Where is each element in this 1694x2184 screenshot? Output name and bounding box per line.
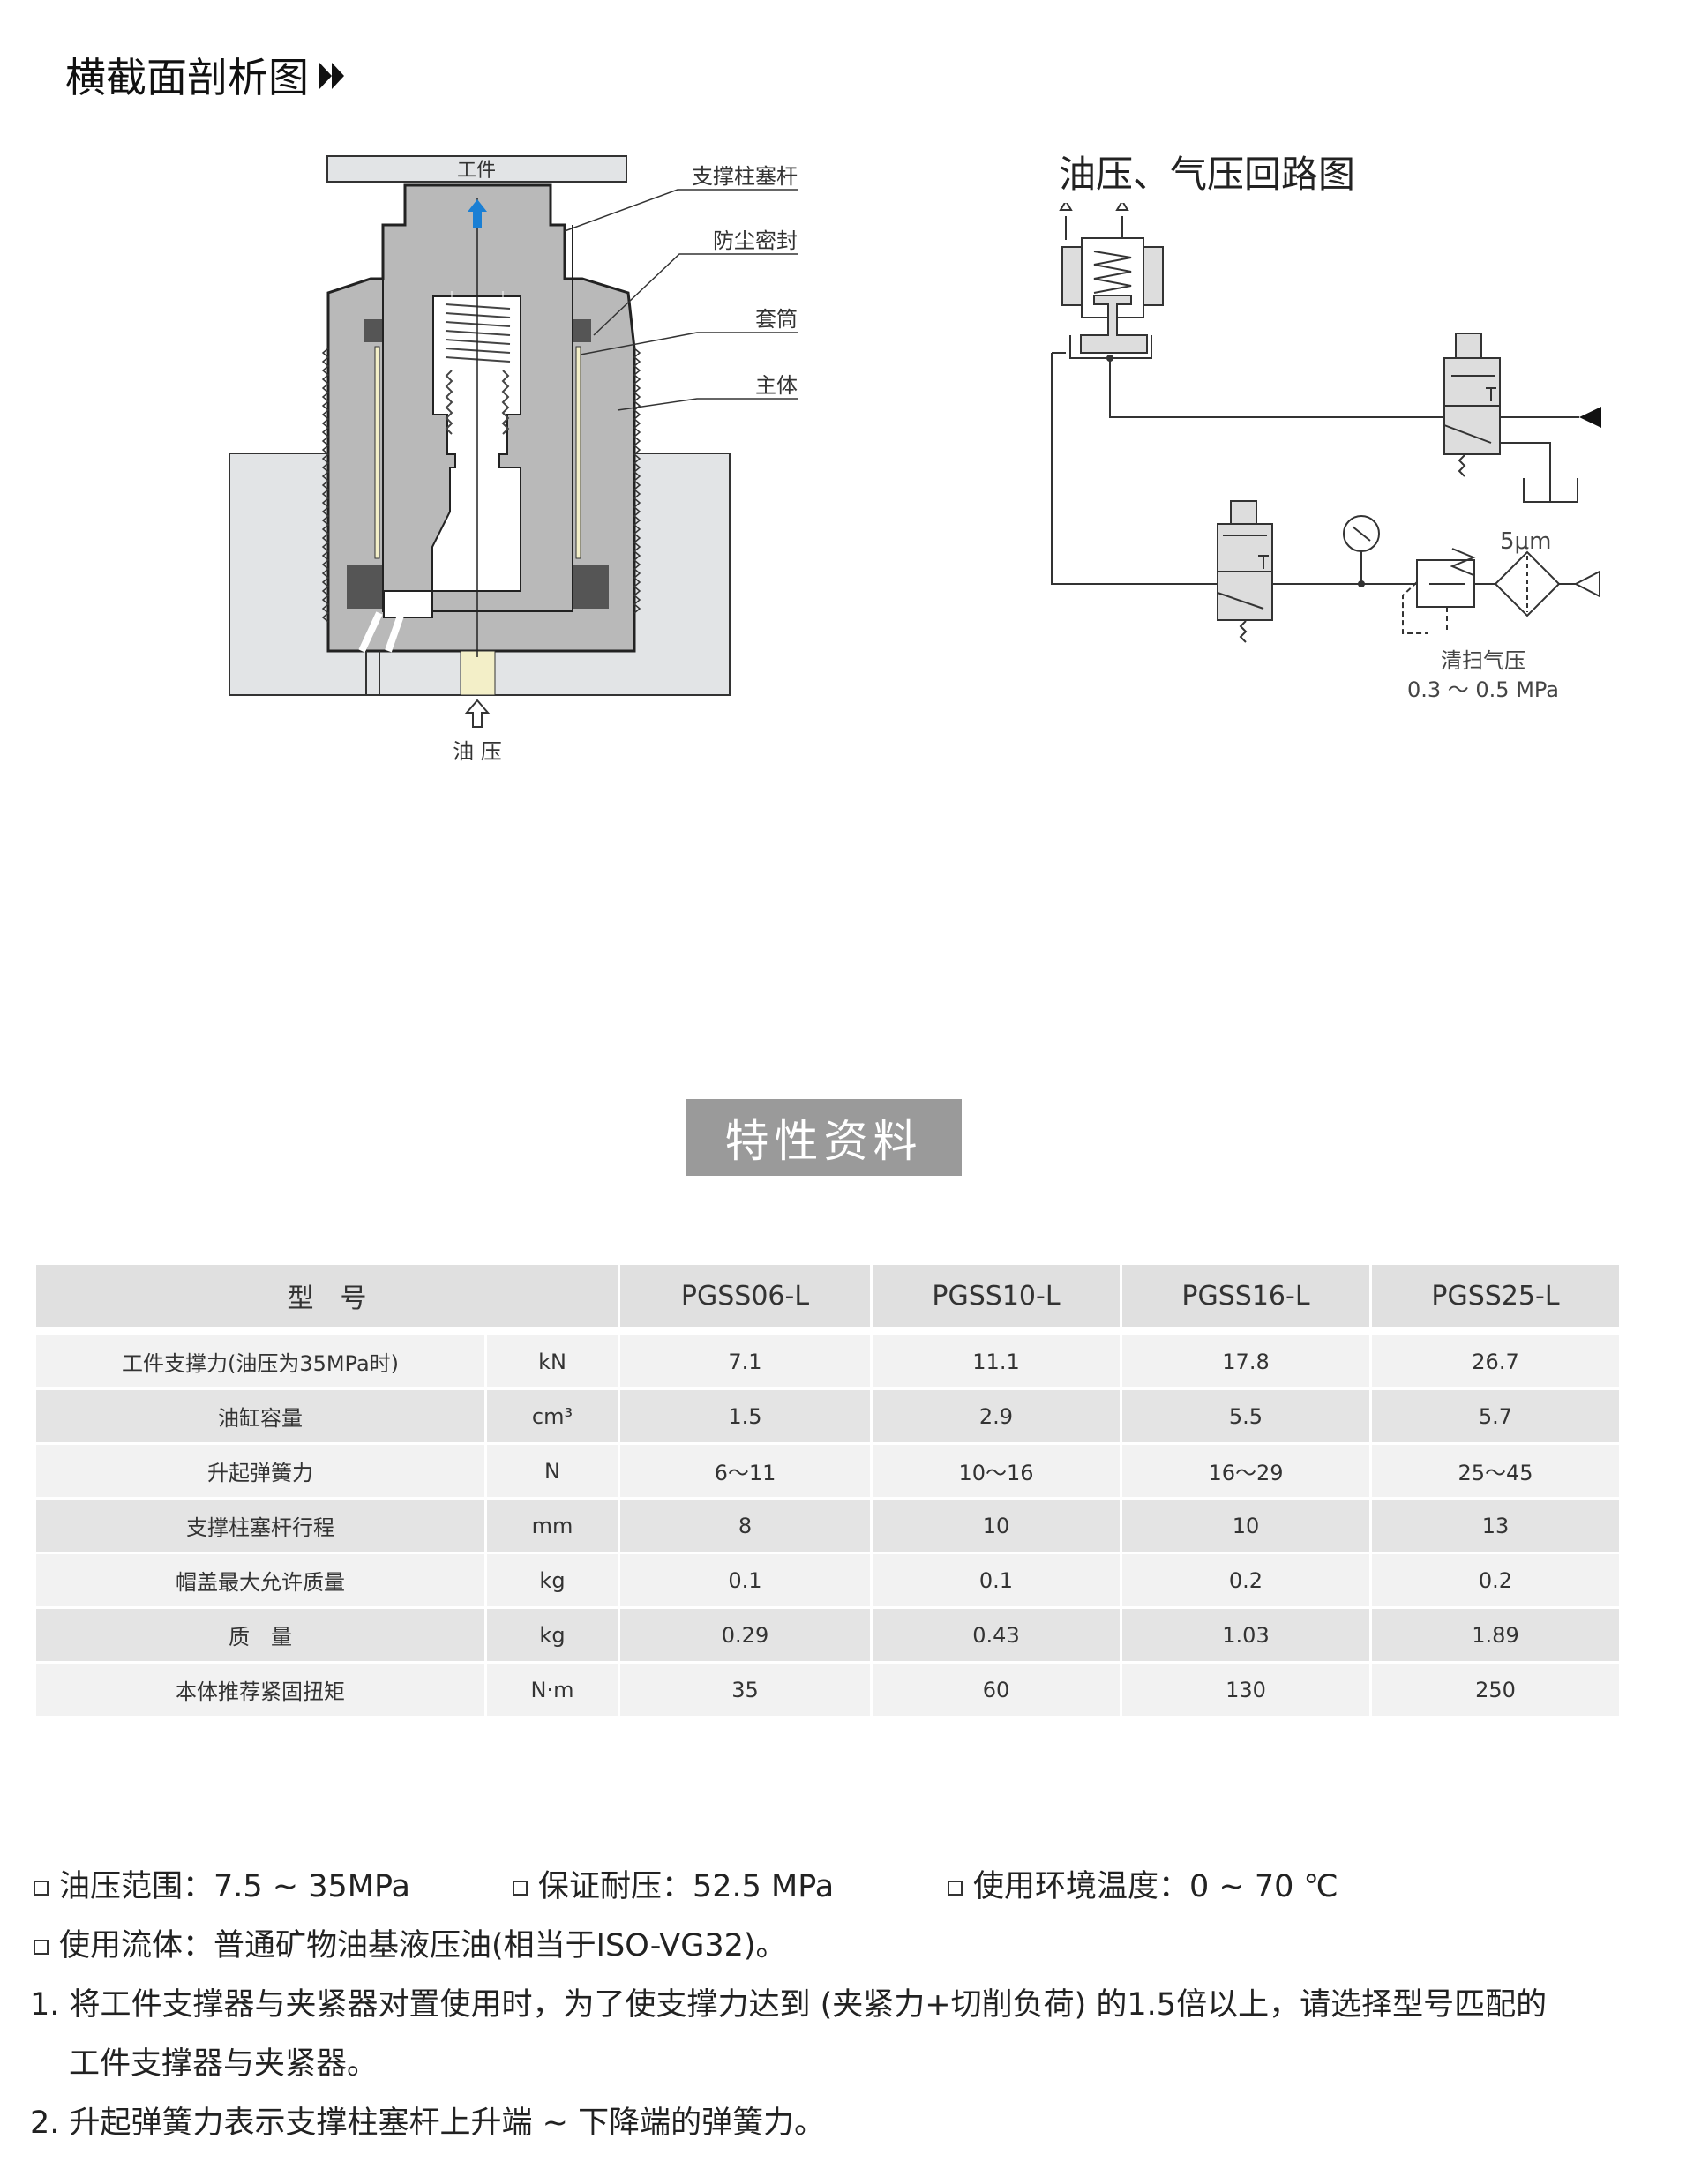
model-col: PGSS25-L [1372,1265,1619,1327]
row-value: 1.03 [1122,1609,1369,1664]
row-value: 35 [620,1664,870,1718]
model-col: PGSS16-L [1122,1265,1369,1327]
row-value: 130 [1122,1664,1369,1718]
row-value: 8 [620,1500,870,1554]
note-temperature: 使用环境温度：0 ~ 70 ℃ [948,1861,1338,1906]
row-unit: N [487,1445,618,1500]
note-pressure-range: 油压范围：7.5 ~ 35MPa [34,1861,410,1906]
filter-rating: 5μm [1500,528,1551,555]
dust-seal-left [364,319,382,342]
row-value: 0.1 [873,1554,1120,1609]
row-value: 25～45 [1372,1445,1619,1500]
model-col: PGSS06-L [620,1265,870,1327]
sleeve-left [374,346,380,559]
row-value: 5.7 [1372,1390,1619,1445]
row-value: 5.5 [1122,1390,1369,1445]
row-name: 质 量 [36,1609,484,1664]
row-value: 7.1 [620,1335,870,1390]
oil-source-icon [1579,407,1601,428]
workpiece-label: 工件 [457,160,496,182]
row-unit: kN [487,1335,618,1390]
row-unit: kg [487,1609,618,1664]
row-value: 10 [873,1500,1120,1554]
section-title-text: 横截面剖析图 [65,54,309,101]
row-name: 油缸容量 [36,1390,484,1445]
row-name: 升起弹簧力 [36,1445,484,1500]
plunger-up-arrow-icon [468,199,487,228]
row-value: 1.89 [1372,1609,1619,1664]
double-arrow-icon [319,51,344,99]
row-unit: mm [487,1500,618,1554]
air-source-icon [1573,570,1600,598]
spec-table: 型 号 PGSS06-L PGSS10-L PGSS16-L PGSS25-L … [34,1265,1622,1718]
model-col: PGSS10-L [873,1265,1120,1327]
sleeve-right [575,346,581,559]
row-name: 工件支撑力(油压为35MPa时) [36,1335,484,1390]
row-value: 1.5 [620,1390,870,1445]
row-unit: N·m [487,1664,618,1718]
purge-label: 清扫气压 [1441,648,1525,673]
row-value: 60 [873,1664,1120,1718]
row-value: 10 [1122,1500,1369,1554]
row-value: 11.1 [873,1335,1120,1390]
dust-seal-right [573,319,591,342]
note-1-cont: 工件支撑器与夹紧器。 [69,2046,379,2082]
row-value: 0.43 [873,1609,1120,1664]
body-threads [321,348,641,623]
row-name: 支撑柱塞杆行程 [36,1500,484,1554]
cross-section-diagram: 工件 油 压 支撑柱塞杆 防尘密封 套筒 主体 [229,155,798,764]
seal-block-right [573,565,609,609]
oil-channel [460,650,496,696]
row-unit: kg [487,1554,618,1609]
row-value: 26.7 [1372,1335,1619,1390]
row-value: 17.8 [1122,1335,1369,1390]
row-name: 本体推荐紧固扭矩 [36,1664,484,1718]
circuit-diagram: 5μm 清扫气压 0.3 ～ 0.5 MPa [1051,203,1601,702]
row-value: 2.9 [873,1390,1120,1445]
note-1: 1. 将工件支撑器与夹紧器对置使用时，为了使支撑力达到 (夹紧力+切削负荷) 的… [30,1987,1548,2023]
note-2: 2. 升起弹簧力表示支撑柱塞杆上升端 ~ 下降端的弹簧力。 [30,2105,826,2141]
row-name: 帽盖最大允许质量 [36,1554,484,1609]
label-plunger: 支撑柱塞杆 [692,164,798,189]
oil-pressure-label: 油 压 [453,739,502,764]
spec-heading: 特性资料 [686,1099,962,1176]
circuit-title: 油压、气压回路图 [1059,153,1356,196]
note-proof-pressure: 保证耐压：52.5 MPa [513,1861,834,1906]
exhaust-icon [1059,203,1129,211]
row-value: 0.2 [1122,1554,1369,1609]
row-value: 0.2 [1372,1554,1619,1609]
spring-icon [1093,251,1132,294]
seal-block-left [347,565,382,609]
row-value: 0.29 [620,1609,870,1664]
leader-lines [564,189,798,411]
row-value: 250 [1372,1664,1619,1718]
row-value: 16～29 [1122,1445,1369,1500]
label-body: 主体 [755,373,798,398]
row-unit: cm³ [487,1390,618,1445]
workpiece-plate [326,155,627,183]
row-value: 0.1 [620,1554,870,1609]
label-sleeve: 套筒 [755,307,798,332]
label-dust-seal: 防尘密封 [713,228,798,253]
note-fluid: 使用流体：普通矿物油基液压油(相当于ISO-VG32)。 [34,1920,787,1965]
row-value: 13 [1372,1500,1619,1554]
oil-in-arrow-icon [464,699,491,728]
model-header: 型 号 [36,1265,618,1327]
air-passage [358,611,405,653]
section-title: 横截面剖析图 [65,46,344,104]
row-value: 10～16 [873,1445,1120,1500]
row-value: 6～11 [620,1445,870,1500]
table-header-row: 型 号 PGSS06-L PGSS10-L PGSS16-L PGSS25-L [36,1265,1619,1327]
purge-range: 0.3 ～ 0.5 MPa [1407,677,1559,702]
